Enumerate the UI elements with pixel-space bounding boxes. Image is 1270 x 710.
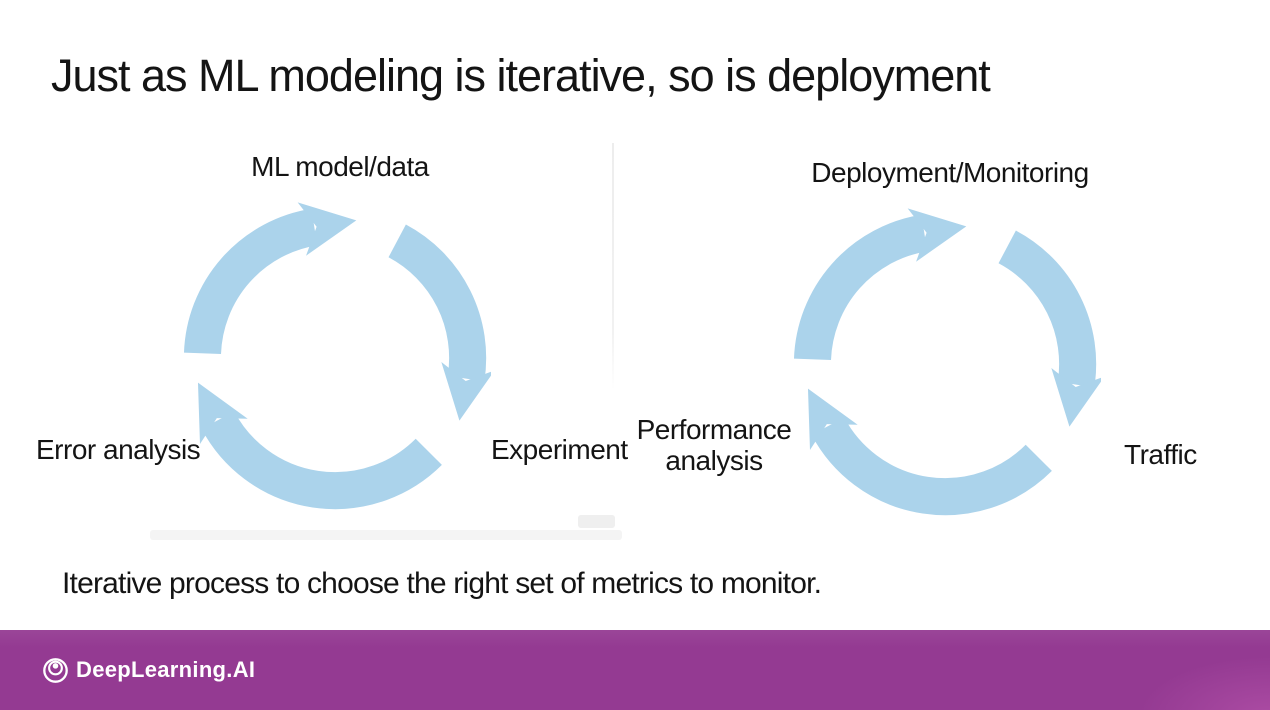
ml-cycle-right-label: Experiment (491, 434, 628, 465)
slide-caption: Iterative process to choose the right se… (62, 567, 822, 600)
image-edge-artifact (150, 530, 622, 540)
brand-logo: DeepLearning.AI (42, 657, 255, 684)
ml-cycle-left-label: Error analysis (36, 434, 201, 465)
deeplearning-ai-logo-icon (43, 657, 68, 683)
brand-name: DeepLearning.AI (76, 657, 256, 682)
slide-title: Just as ML modeling is iterative, so is … (51, 50, 991, 101)
ml-cycle-arrows-icon (183, 202, 491, 510)
deployment-cycle-arrows-icon (793, 208, 1101, 516)
image-edge-artifact (578, 515, 615, 528)
footer-bar: DeepLearning.AI (0, 630, 1270, 710)
ml-cycle-top-label: ML model/data (251, 151, 429, 182)
cycles-divider-line (612, 143, 614, 390)
deployment-cycle-right-label: Traffic (1124, 439, 1197, 470)
deployment-cycle-left-label: Performance analysis (636, 414, 792, 476)
deployment-cycle-top-label: Deployment/Monitoring (811, 157, 1089, 188)
